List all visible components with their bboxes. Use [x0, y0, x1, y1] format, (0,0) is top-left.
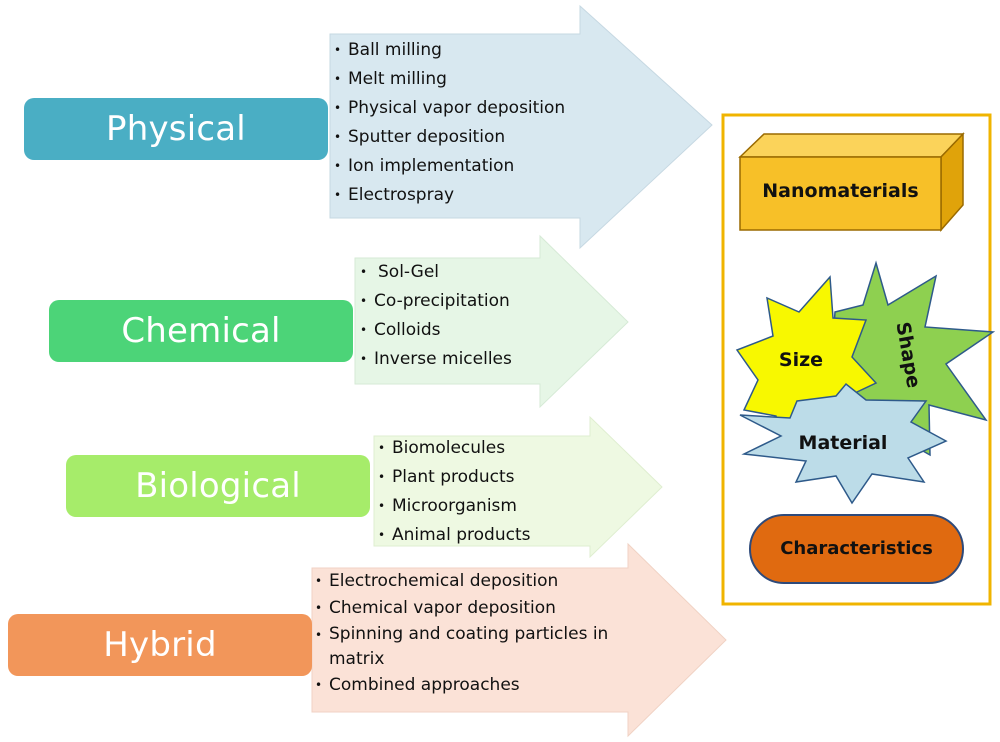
list-item: •Animal products [378, 525, 531, 545]
nanomaterials-box-top [738, 133, 965, 158]
size-label: Size [778, 349, 824, 371]
nanomaterials-box-front [739, 156, 942, 231]
list-item: •Electrochemical deposition [315, 571, 559, 591]
physical-method-box: Physical [24, 98, 328, 160]
biological-method-box: Biological [66, 455, 370, 517]
characteristics-label: Characteristics [780, 538, 933, 559]
list-item: •Ball milling [334, 40, 442, 60]
list-item: •Plant products [378, 467, 515, 487]
chemical-arrow [354, 234, 629, 409]
list-item: •Inverse micelles [360, 349, 512, 369]
material-label: Material [798, 432, 888, 454]
list-item: •Biomolecules [378, 438, 506, 458]
characteristics-pill [749, 514, 964, 584]
biological-arrow [373, 415, 663, 559]
list-item: •Sol-Gel [360, 262, 440, 282]
list-item: •Melt milling [334, 69, 447, 89]
nanomaterials-label: Nanomaterials [762, 180, 919, 202]
hybrid-method-box: Hybrid [8, 614, 312, 676]
list-item: •Chemical vapor deposition [315, 598, 556, 618]
chemical-technique-list: •Sol-Gel •Co-precipitation •Colloids •In… [360, 258, 512, 374]
biological-technique-list: •Biomolecules •Plant products •Microorga… [378, 434, 530, 550]
list-item: •Combined approaches [315, 675, 520, 695]
list-item: •Physical vapor deposition [334, 98, 566, 118]
list-item: •Electrospray [334, 185, 455, 205]
physical-technique-list: •Ball milling •Melt milling •Physical va… [334, 36, 565, 210]
material-star [739, 382, 948, 505]
list-item: •Sputter deposition [334, 127, 506, 147]
list-item: •Colloids [360, 320, 441, 340]
list-item: •Microorganism [378, 496, 517, 516]
hybrid-technique-list: •Electrochemical deposition •Chemical va… [315, 568, 659, 699]
list-item: •Co-precipitation [360, 291, 510, 311]
hybrid-arrow [311, 542, 727, 738]
list-item: •Ion implementation [334, 156, 515, 176]
list-item: •Spinning and coating particles in matri… [315, 624, 609, 669]
chemical-method-box: Chemical [49, 300, 353, 362]
physical-arrow [329, 4, 713, 250]
